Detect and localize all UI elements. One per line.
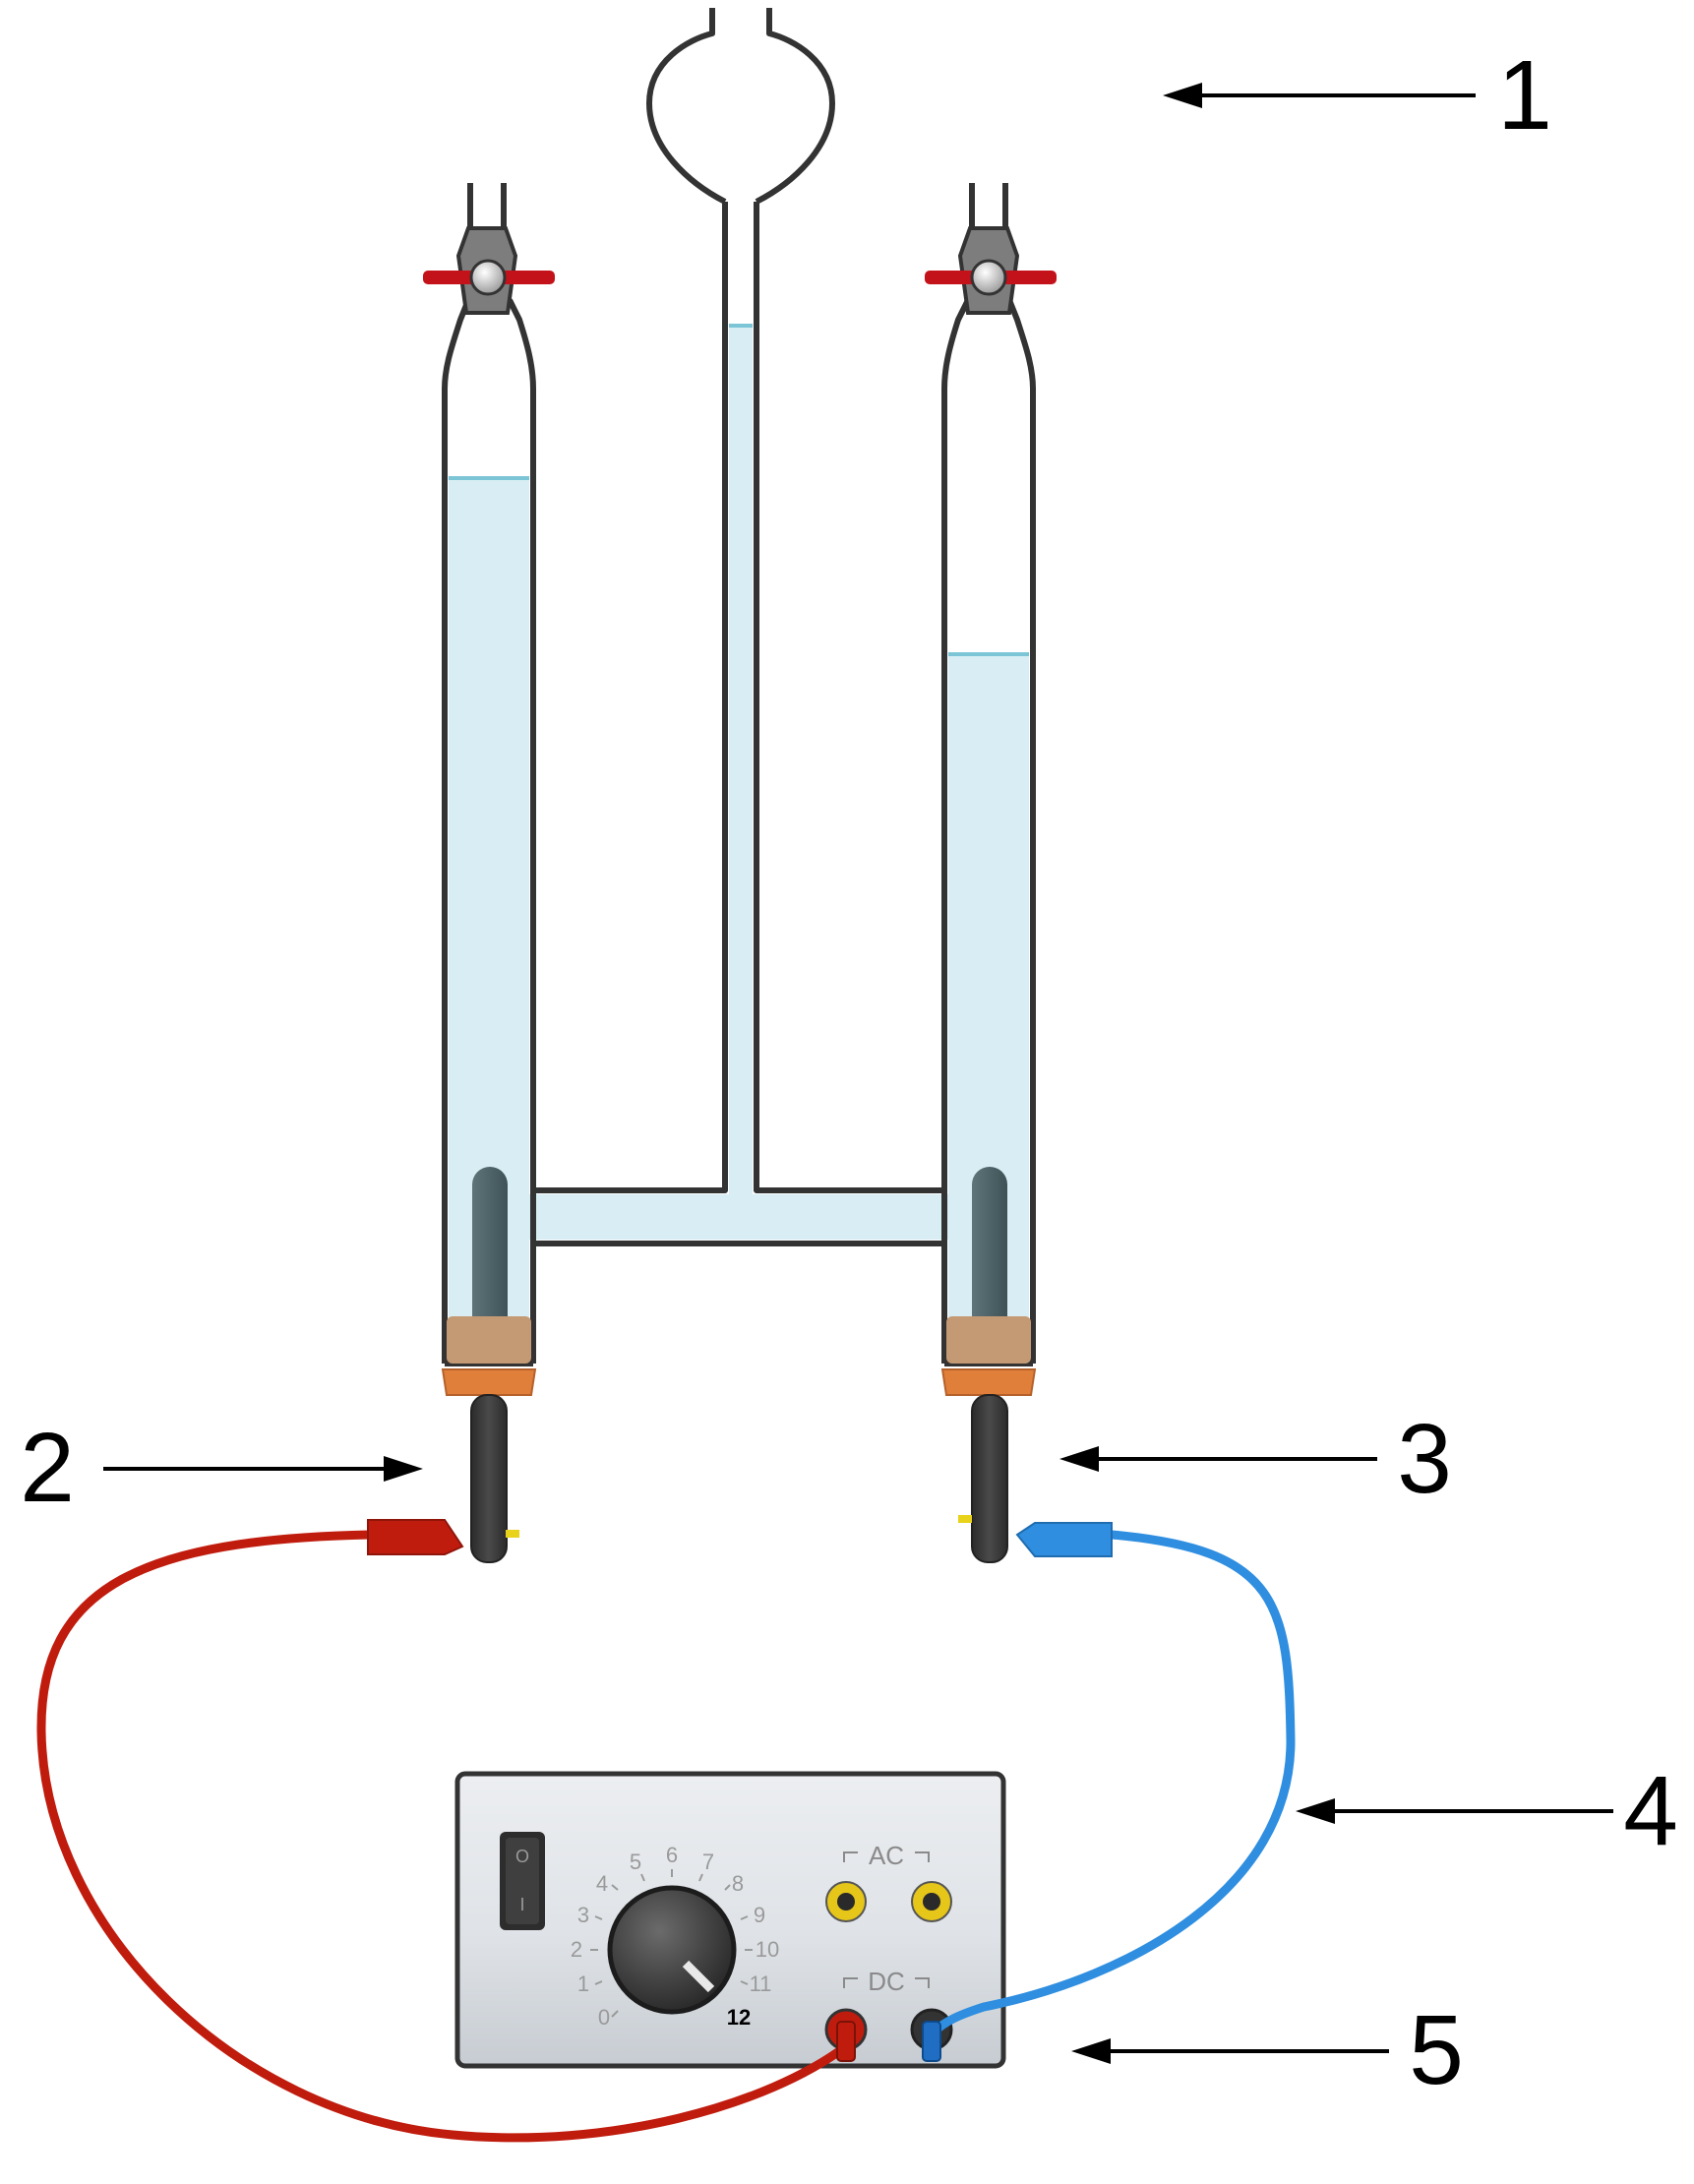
right-stopcock[interactable] — [925, 183, 1057, 315]
left-stopcock[interactable] — [423, 183, 555, 315]
dial-tick-label: 1 — [577, 1972, 589, 1996]
left-rubber-stopper — [447, 1316, 531, 1364]
electrolyte-solution — [449, 324, 1029, 1358]
dial-ticks — [590, 1869, 753, 2018]
dial-tick-label: 4 — [596, 1871, 608, 1896]
ac-socket-left[interactable] — [825, 1881, 867, 1922]
left-tube-outer-wall — [442, 298, 471, 1364]
red-lead[interactable] — [36, 1519, 856, 2143]
callout-1: 1 — [1497, 40, 1552, 151]
blue-banana-plug[interactable] — [1015, 1522, 1113, 1557]
right-tube-inner-wall — [941, 298, 971, 1364]
switch-off-label: O — [515, 1847, 529, 1866]
left-carbon-electrode — [472, 1167, 508, 1334]
dial-tick-label: 5 — [630, 1850, 641, 1874]
blue-lead[interactable] — [922, 1522, 1296, 2062]
dial-tick-label: 8 — [732, 1871, 744, 1896]
dial-tick-label: 0 — [598, 2005, 610, 2030]
right-tube-outer-wall — [1006, 298, 1036, 1364]
left-collar — [441, 1368, 537, 1396]
callout-3: 3 — [1397, 1404, 1452, 1514]
power-switch-icon[interactable]: O I — [500, 1832, 545, 1930]
callout-2: 2 — [20, 1413, 75, 1523]
voltage-dial-icon[interactable] — [607, 1885, 737, 2015]
left-electrode-terminal — [470, 1394, 508, 1563]
bridge-top-right — [754, 202, 944, 1193]
power-supply: O I 0 1 2 3 4 5 6 7 8 9 10 11 12 — [454, 1771, 1006, 2069]
red-plug-in-socket[interactable] — [836, 2021, 856, 2062]
ac-label: AC — [869, 1841, 904, 1870]
dial-tick-label: 3 — [577, 1903, 589, 1927]
callout-4: 4 — [1623, 1756, 1678, 1866]
red-banana-plug[interactable] — [367, 1519, 464, 1555]
blue-plug-in-socket[interactable] — [922, 2021, 941, 2062]
dial-tick-label: 10 — [756, 1937, 779, 1962]
dial-tick-label: 7 — [702, 1850, 714, 1874]
dial-tick-label: 2 — [571, 1937, 582, 1962]
dial-tick-label: 6 — [666, 1843, 678, 1867]
ac-label-group: AC — [843, 1841, 930, 1870]
left-stopper-assembly — [441, 1316, 537, 1563]
dc-label-group: DC — [843, 1967, 930, 1996]
callout-5: 5 — [1409, 1995, 1464, 2105]
bridge-top-left — [533, 202, 728, 1193]
left-tube-inner-wall — [507, 298, 536, 1364]
ac-socket-right[interactable] — [911, 1881, 952, 1922]
switch-on-label: I — [519, 1895, 524, 1914]
callout-arrows — [103, 83, 1613, 2064]
voltage-scale: 0 1 2 3 4 5 6 7 8 9 10 11 12 — [571, 1843, 779, 2030]
right-rubber-stopper — [946, 1316, 1031, 1364]
dial-tick-label-max: 12 — [727, 2005, 751, 2030]
dial-tick-label: 9 — [754, 1903, 765, 1927]
dial-tick-label: 11 — [750, 1972, 772, 1996]
reservoir-bulb-right — [755, 8, 835, 205]
reservoir-bulb-left — [646, 8, 727, 205]
right-stopper-assembly — [940, 1316, 1037, 1563]
right-electrode-terminal — [971, 1394, 1008, 1563]
right-collar — [940, 1368, 1037, 1396]
dc-label: DC — [868, 1967, 905, 1996]
right-carbon-electrode — [972, 1167, 1007, 1334]
